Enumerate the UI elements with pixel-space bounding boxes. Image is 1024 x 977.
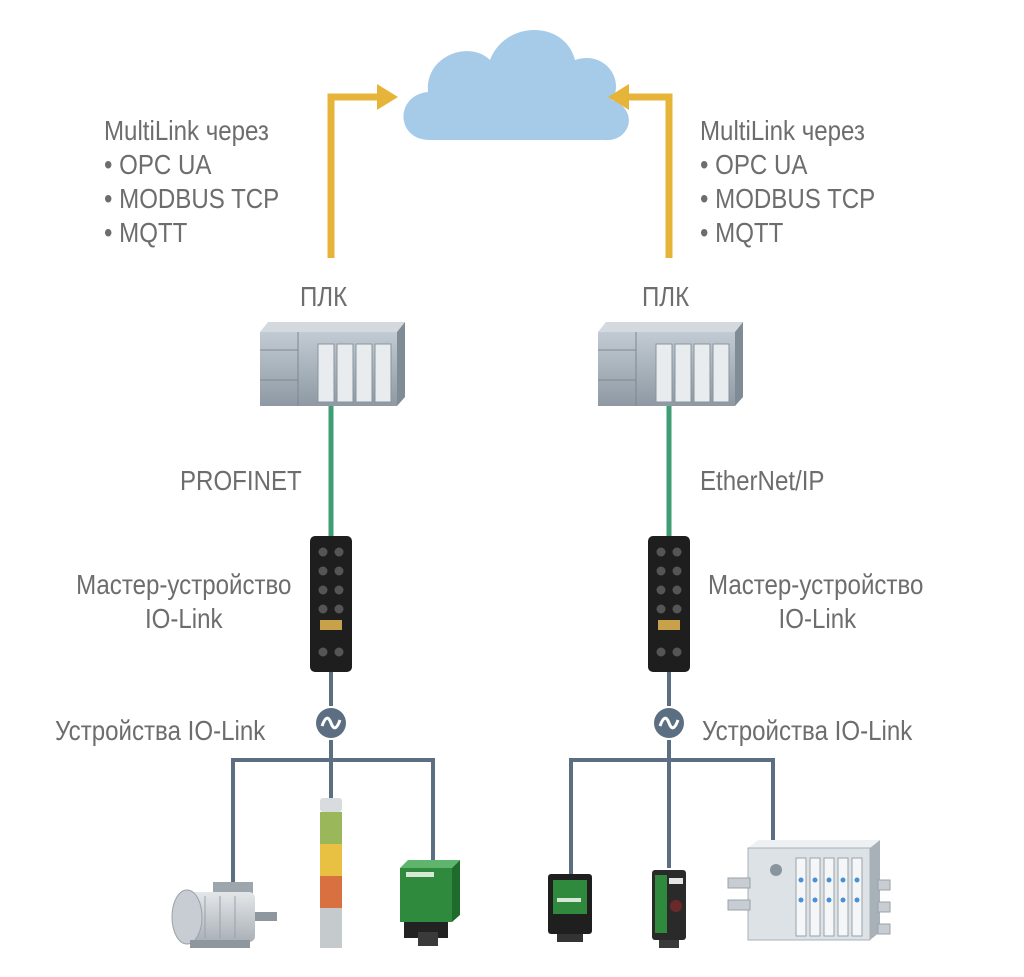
left-protocols-title: MultiLink через [104,115,269,146]
left-iolink-wiring [231,672,435,890]
distance-sensor-icon [652,870,686,948]
left-iolink-master-icon [310,536,352,672]
left-master-label-line2: IO-Link [144,603,223,634]
signal-tower-icon [320,798,342,948]
left-protocol-item: OPC UA [104,148,279,182]
right-plc-label: ПЛК [642,281,690,312]
right-iolink-wiring [569,672,775,876]
right-protocol-item: MODBUS TCP [700,182,875,216]
right-protocol-item: MQTT [700,216,875,250]
left-iolink-symbol-icon [316,708,346,738]
left-devices-label: Устройства IO-Link [55,715,266,746]
left-protocol-item: MQTT [104,216,279,250]
right-iolink-symbol-icon [654,708,684,738]
left-master-label-line1: Мастер-устройство [75,569,291,600]
left-protocol-item: MODBUS TCP [104,182,279,216]
left-master-label: Мастер-устройство IO-Link [76,568,291,636]
right-protocols-block: MultiLink через OPC UA MODBUS TCP MQTT [700,114,875,250]
right-protocols-title: MultiLink через [700,115,865,146]
right-protocol-item: OPC UA [700,148,875,182]
valve-terminal-icon [727,840,891,941]
right-master-label: Мастер-устройство IO-Link [708,568,923,636]
photoelectric-sensor-icon [548,874,592,942]
cloud-icon [403,30,629,141]
right-devices-label: Устройства IO-Link [702,715,913,746]
left-plc-label: ПЛК [300,281,348,312]
right-upload-arrow [608,84,673,258]
motor-icon [171,882,277,948]
left-upload-arrow [327,84,398,258]
right-protocol-list: OPC UA MODBUS TCP MQTT [700,148,875,250]
right-plc-icon [598,322,743,406]
right-network-label: EtherNet/IP [700,465,825,496]
inductive-sensor-icon [400,860,460,946]
right-master-label-line1: Мастер-устройство [708,569,924,600]
left-network-label: PROFINET [180,465,302,496]
right-iolink-master-icon [648,536,690,672]
left-protocols-block: MultiLink через OPC UA MODBUS TCP MQTT [104,114,279,250]
left-protocol-list: OPC UA MODBUS TCP MQTT [104,148,279,250]
right-master-label-line2: IO-Link [778,603,857,634]
left-plc-icon [260,322,405,406]
